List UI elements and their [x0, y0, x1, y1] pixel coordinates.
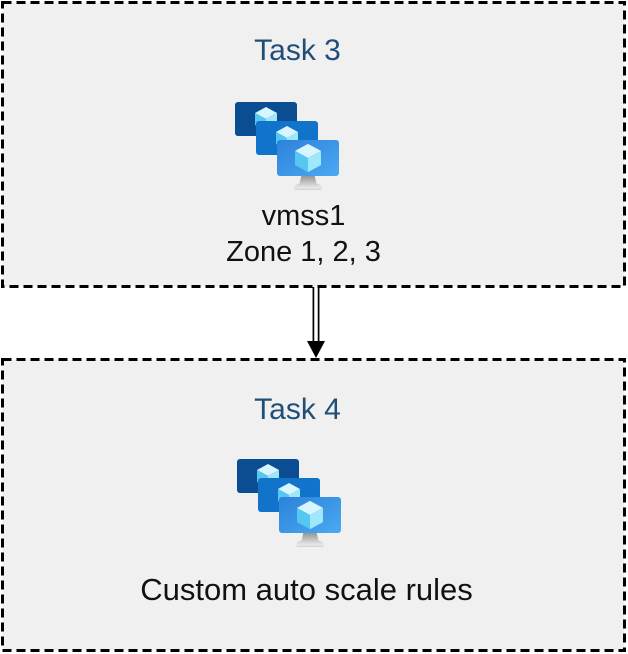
vmss-icon [235, 102, 339, 194]
task-3-box: Task 3 vmss1 Zone 1, 2, 3 [1, 1, 626, 288]
task-4-title: Task 4 [254, 393, 341, 426]
autoscale-rules-label: Custom auto scale rules [140, 572, 473, 607]
task-3-title: Task 3 [254, 34, 341, 67]
vmss-name-label: vmss1 [261, 200, 346, 232]
vmss-icon [237, 459, 341, 551]
zones-label: Zone 1, 2, 3 [226, 236, 381, 268]
task-4-box: Task 4 Custom auto scale rules [1, 358, 626, 652]
down-arrow-icon [307, 287, 325, 358]
